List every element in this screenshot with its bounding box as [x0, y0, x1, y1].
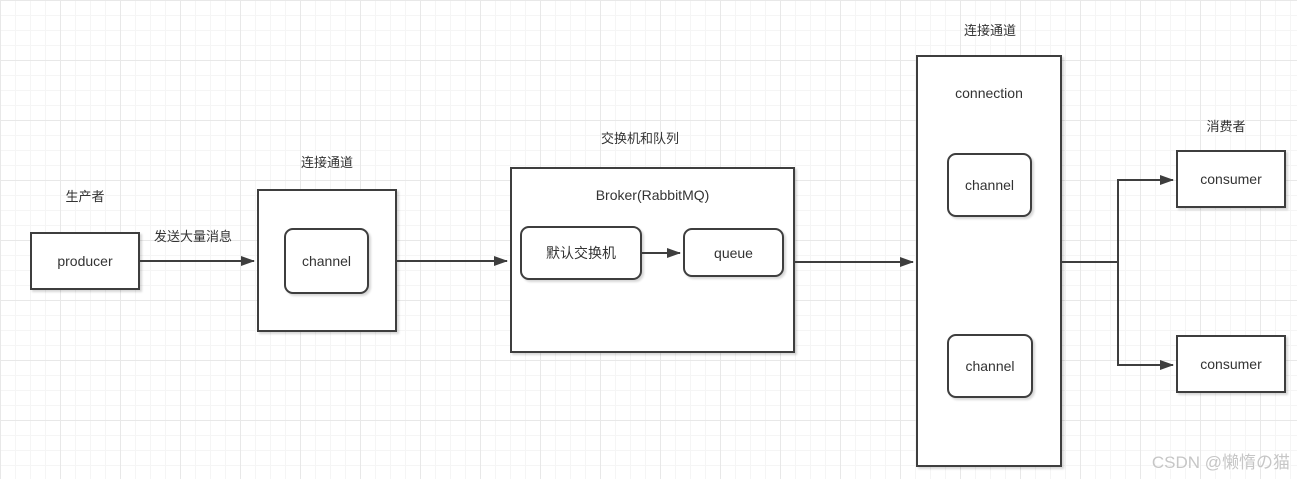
connection-title: connection: [955, 85, 1023, 101]
csdn-watermark: CSDN @懒惰の猫: [1151, 453, 1290, 472]
connection-group-label: 连接通道: [963, 23, 1016, 38]
consumer-group-label: 消费者: [1206, 119, 1246, 134]
consumer-node-bottom: consumer: [1176, 335, 1286, 393]
producer-group-label: 生产者: [65, 189, 105, 204]
connection-node: connection: [916, 55, 1062, 467]
broker-title: Broker(RabbitMQ): [595, 187, 710, 203]
channel-node-top: channel: [947, 153, 1032, 217]
broker-group-label: 交换机和队列: [600, 131, 679, 146]
channel-group-label-left: 连接通道: [300, 155, 353, 170]
arrow-connection-to-consumer-top: [1062, 175, 1174, 263]
queue-node: queue: [683, 228, 784, 277]
channel-node-bottom: channel: [947, 334, 1033, 398]
default-exchange-node: 默认交换机: [520, 226, 642, 280]
consumer-node-top: consumer: [1176, 150, 1286, 208]
producer-node: producer: [30, 232, 140, 290]
send-message-edge-label: 发送大量消息: [153, 229, 232, 244]
channel-node-left: channel: [284, 228, 369, 294]
arrow-connection-to-consumer-bottom: [1117, 262, 1174, 370]
